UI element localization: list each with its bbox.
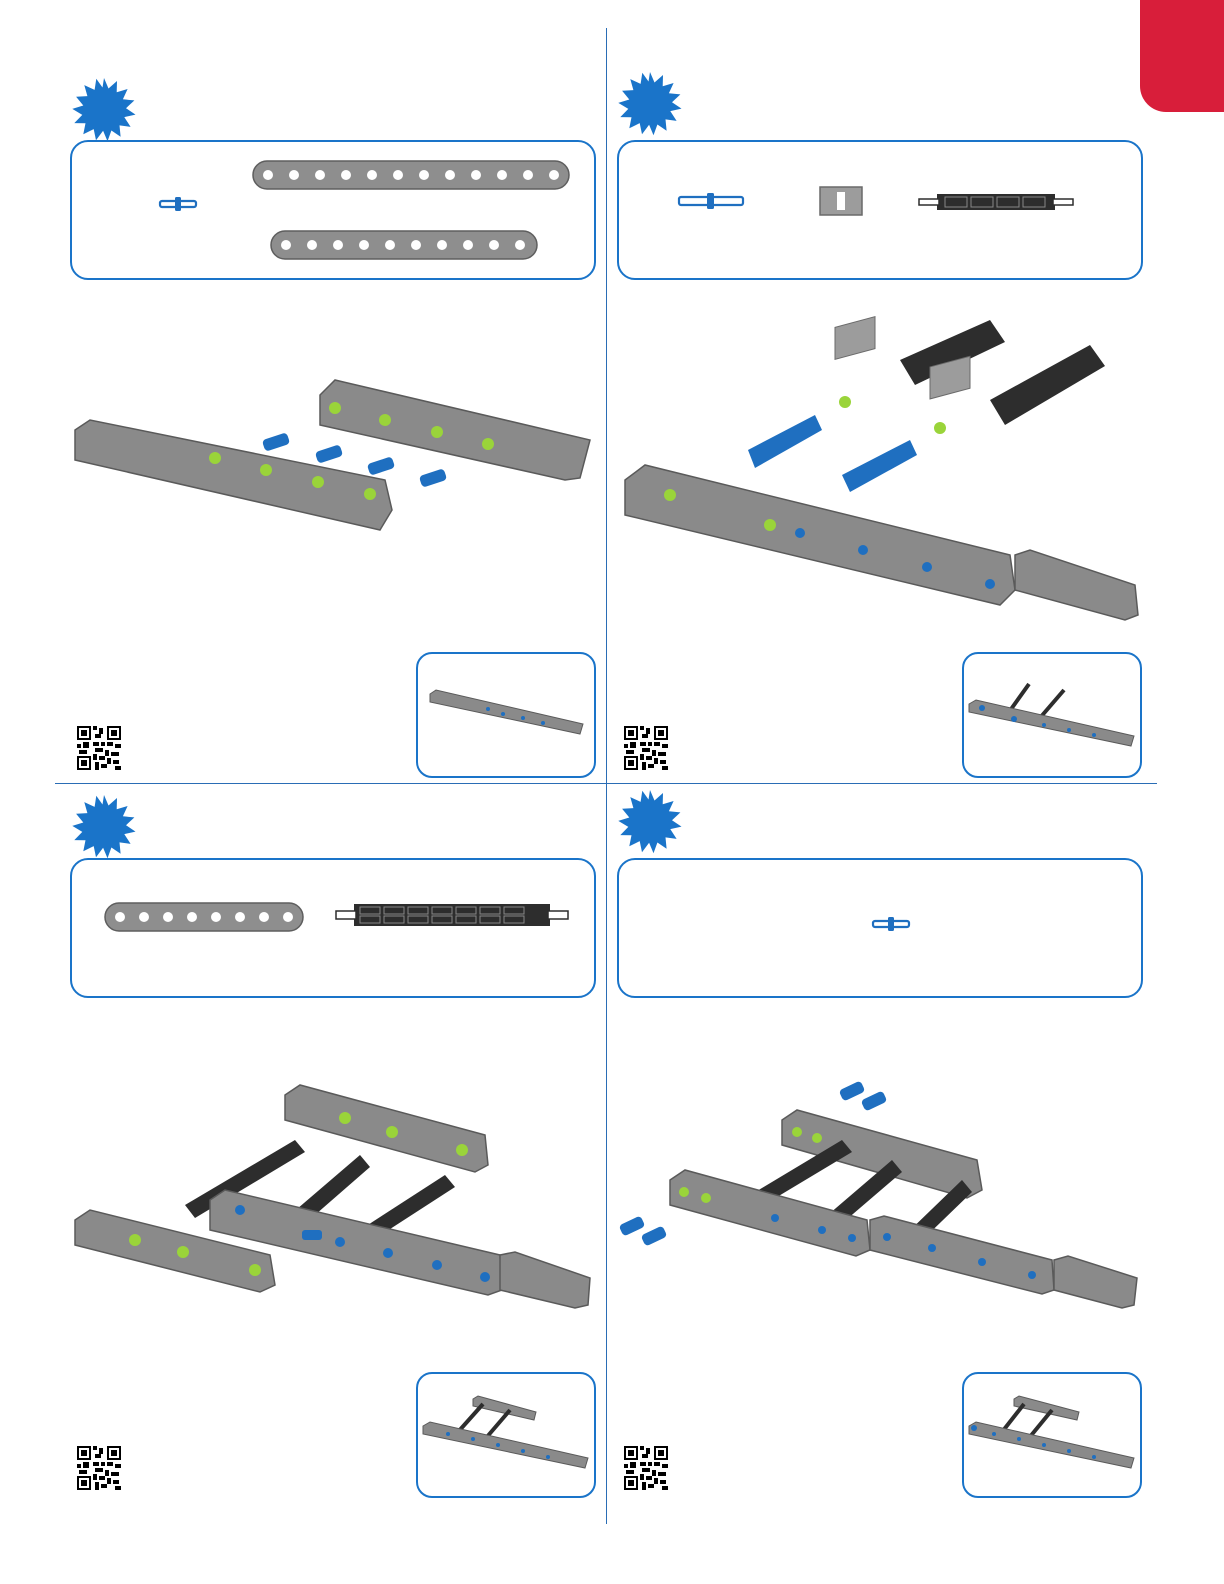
parts-box-step-1 xyxy=(70,140,596,280)
qr-code-icon[interactable] xyxy=(624,726,668,770)
connector-block-icon xyxy=(819,186,863,216)
thumbnail-step-2 xyxy=(962,652,1142,778)
beam-10-icon xyxy=(270,230,538,260)
chapter-tab xyxy=(1140,0,1224,112)
assembly-step-1 xyxy=(70,370,600,540)
assembly-step-3 xyxy=(70,1080,600,1310)
parts-box-step-2 xyxy=(617,140,1143,280)
starburst-icon xyxy=(72,795,136,859)
starburst-icon xyxy=(618,790,682,854)
qr-code-icon[interactable] xyxy=(624,1446,668,1490)
shaft-icon xyxy=(917,192,1077,212)
qr-code-icon[interactable] xyxy=(77,726,121,770)
long-pin-icon xyxy=(677,192,745,210)
pin-icon xyxy=(871,916,911,932)
thumbnail-step-1 xyxy=(416,652,596,778)
beam-13-icon xyxy=(252,160,570,190)
vertical-divider xyxy=(606,28,607,1524)
starburst-icon xyxy=(72,78,136,142)
pin-icon xyxy=(158,196,198,212)
thumbnail-step-3 xyxy=(416,1372,596,1498)
beam-8-icon xyxy=(104,902,304,932)
long-shaft-icon xyxy=(334,902,570,928)
horizontal-divider xyxy=(55,783,1157,784)
parts-box-step-4 xyxy=(617,858,1143,998)
starburst-icon xyxy=(618,72,682,136)
thumbnail-step-4 xyxy=(962,1372,1142,1498)
parts-box-step-3 xyxy=(70,858,596,998)
assembly-step-4 xyxy=(612,1080,1142,1310)
assembly-step-2 xyxy=(620,300,1140,630)
qr-code-icon[interactable] xyxy=(77,1446,121,1490)
